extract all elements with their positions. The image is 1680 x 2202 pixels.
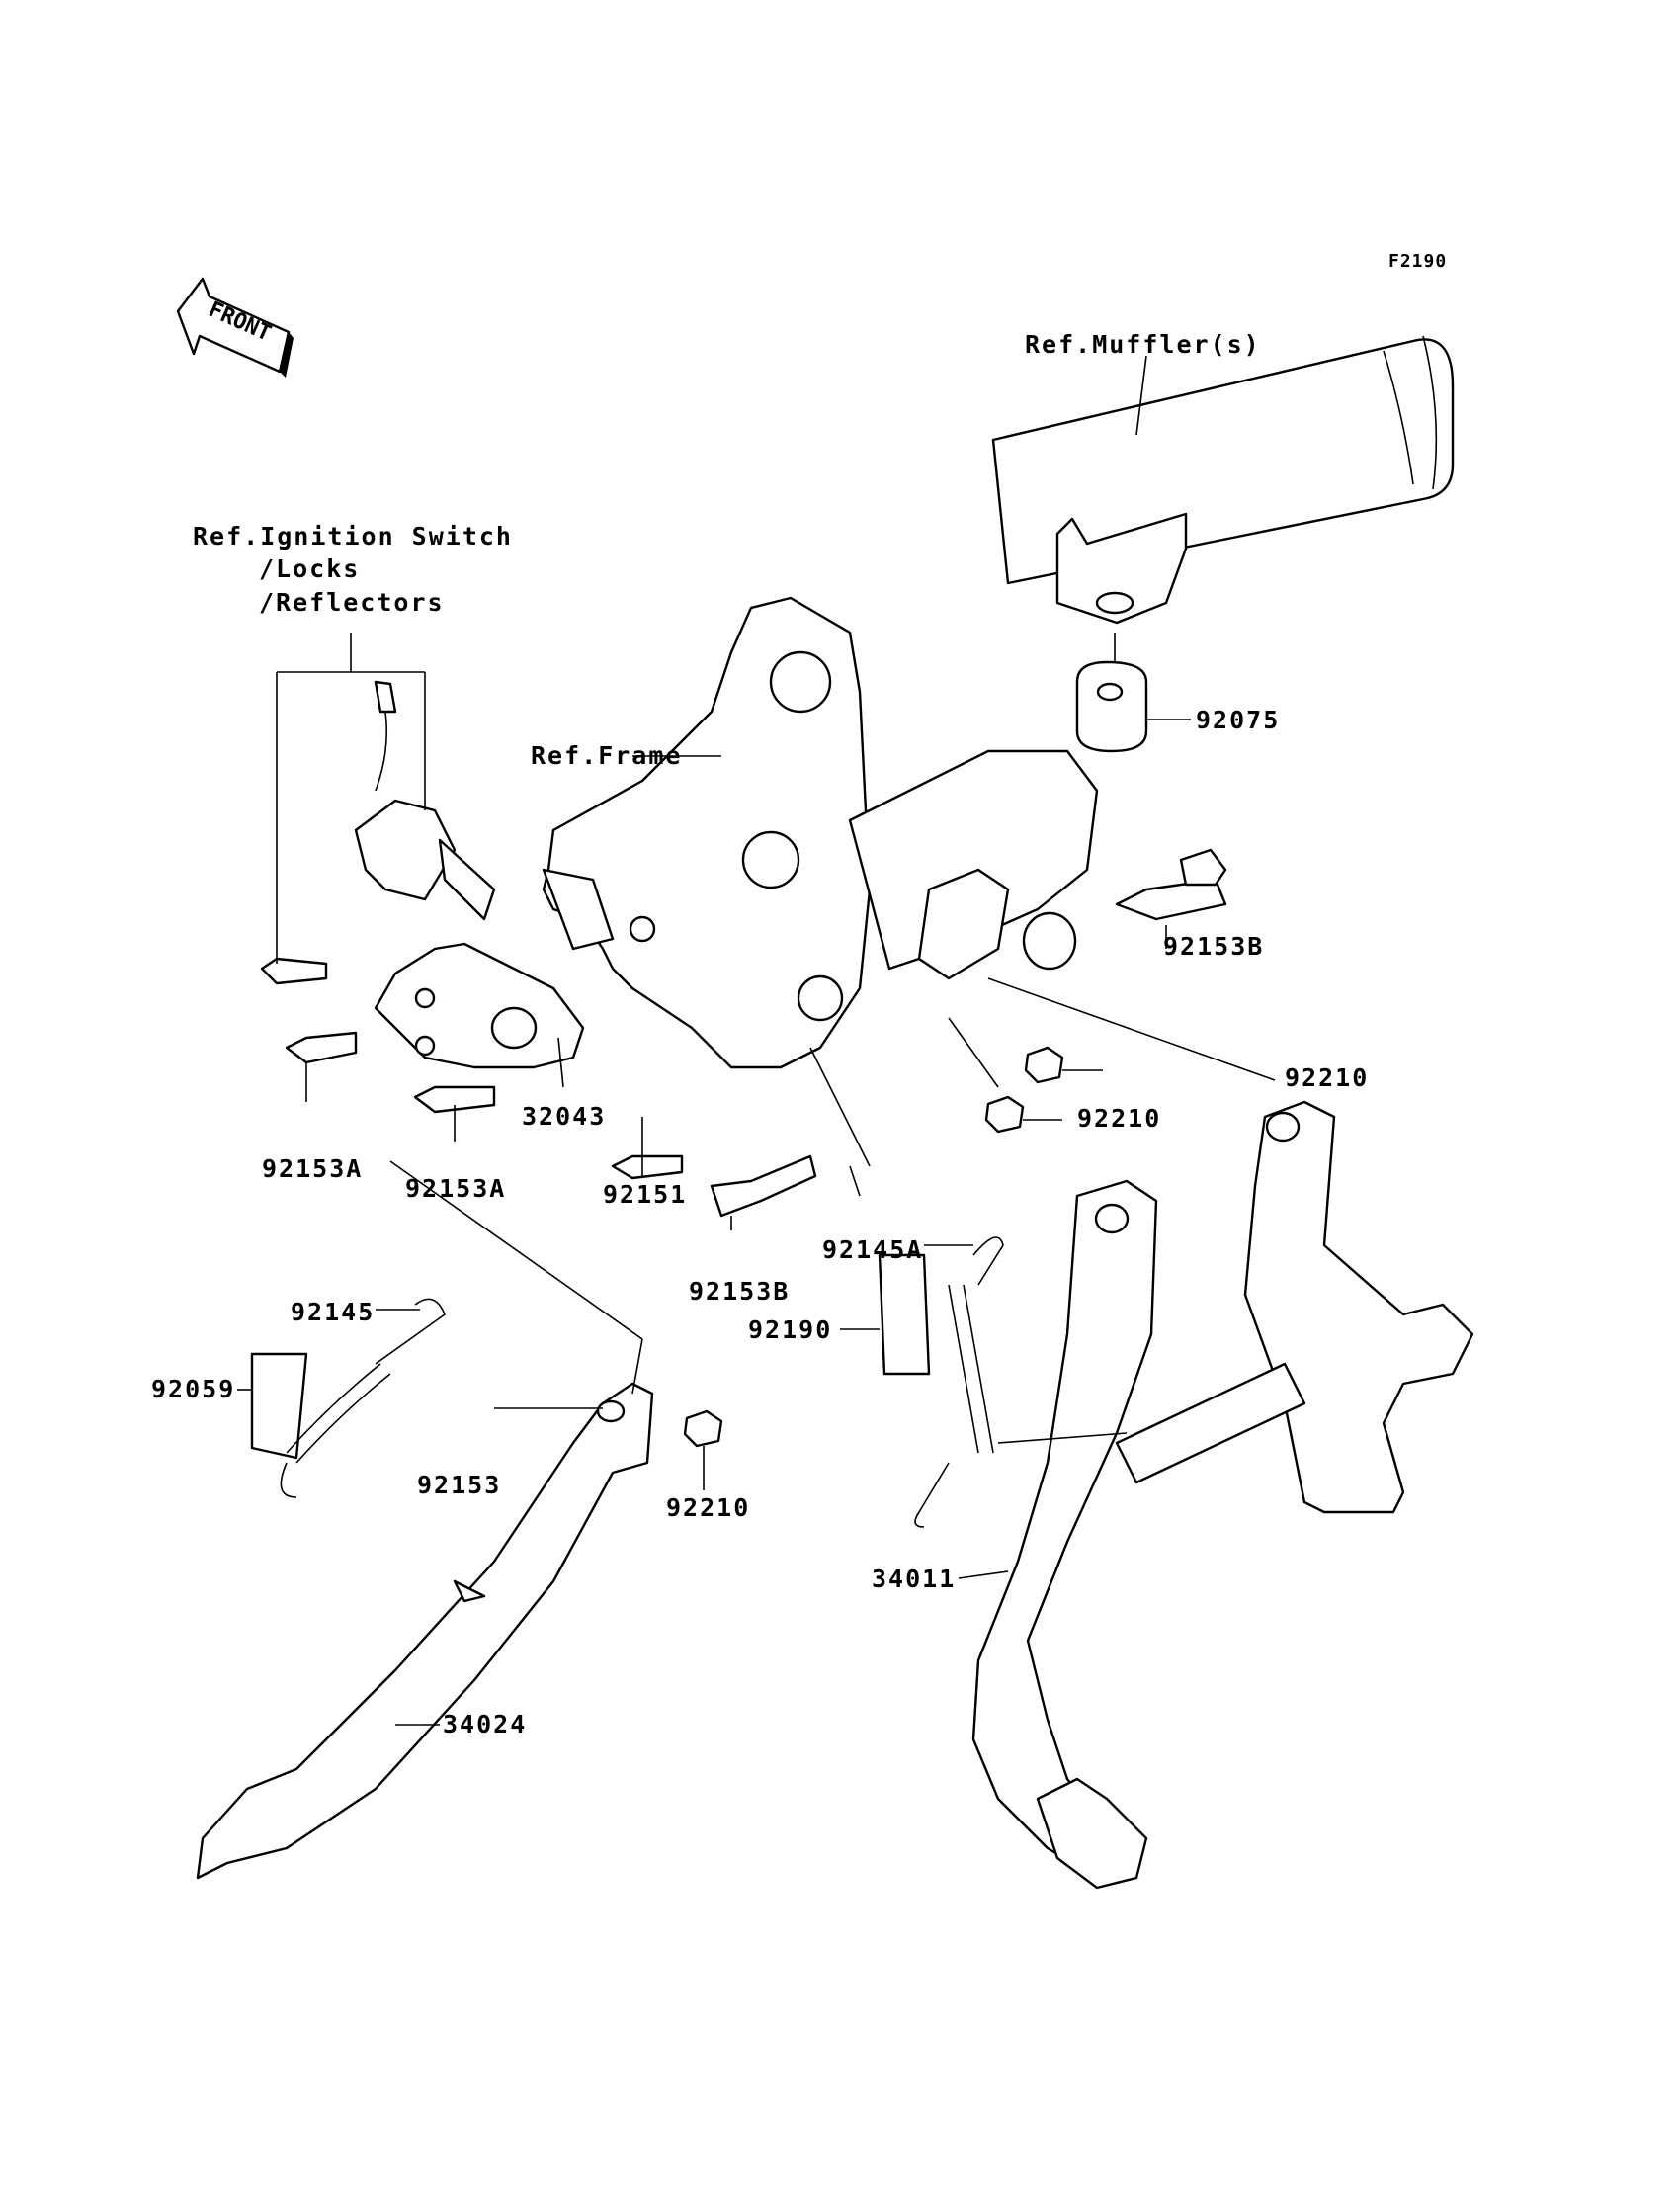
frame-drawing [542, 596, 1099, 1069]
damper-92075-drawing [1075, 660, 1148, 753]
switch-drawing [354, 680, 496, 921]
bolts-drawing [260, 848, 1227, 1218]
part-label-92153a-right: 92153A [405, 1174, 507, 1203]
part-label-92151: 92151 [603, 1180, 688, 1209]
part-label-92210-lower: 92210 [666, 1493, 751, 1522]
part-label-92210-middle: 92210 [1077, 1104, 1162, 1133]
muffler-drawing [991, 335, 1455, 625]
collars-springs-drawing [250, 1236, 1004, 1528]
part-label-34024: 34024 [443, 1710, 528, 1738]
part-label-92190: 92190 [748, 1315, 833, 1344]
part-label-92153b-lower: 92153B [689, 1277, 791, 1306]
part-label-92153a-left: 92153A [262, 1154, 364, 1183]
ref-muffler-label: Ref.Muffler(s) [1025, 330, 1261, 359]
part-label-92059: 92059 [151, 1375, 236, 1403]
ref-ignition-label-1: Ref.Ignition Switch [193, 522, 513, 550]
side-stand-34024-drawing [196, 1382, 654, 1880]
front-arrow-icon: FRONT [176, 277, 294, 378]
diagram-code-label: F2190 [1388, 251, 1448, 272]
part-label-92075: 92075 [1196, 706, 1281, 734]
center-stand-34011-drawing [971, 1100, 1474, 1890]
part-label-32043: 32043 [522, 1102, 607, 1131]
ref-ignition-label-2: /Locks [259, 554, 361, 583]
leader-lines [237, 355, 1276, 1726]
part-label-92153b-upper: 92153B [1163, 932, 1265, 961]
part-label-92145a: 92145A [822, 1235, 924, 1264]
ref-ignition-label-3: /Reflectors [259, 588, 445, 617]
part-label-92210-upper: 92210 [1285, 1063, 1370, 1092]
bracket-32043-drawing [374, 942, 585, 1069]
part-label-92145: 92145 [291, 1298, 376, 1326]
nuts-drawing [683, 1046, 1064, 1448]
ref-frame-label: Ref.Frame [531, 741, 683, 770]
part-label-34011: 34011 [872, 1565, 957, 1593]
part-label-92153: 92153 [417, 1471, 502, 1499]
